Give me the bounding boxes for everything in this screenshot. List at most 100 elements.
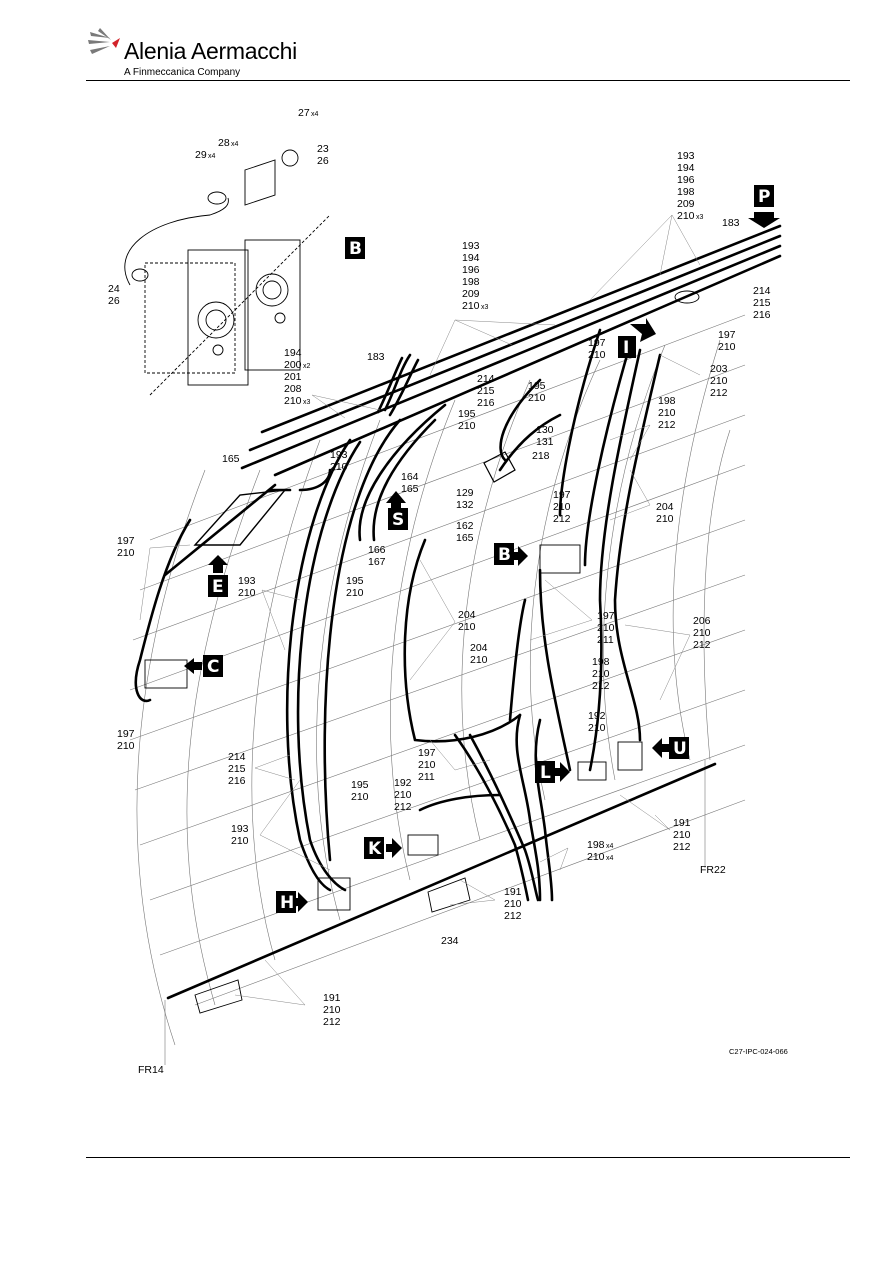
svg-text:129: 129 — [456, 487, 474, 499]
svg-text:210: 210 — [592, 668, 610, 680]
svg-text:24: 24 — [108, 283, 120, 295]
svg-text:183: 183 — [722, 217, 740, 229]
callout-27: 27 — [298, 107, 310, 119]
svg-text:209: 209 — [677, 198, 695, 210]
svg-text:210: 210 — [418, 759, 436, 771]
svg-text:210: 210 — [458, 420, 476, 432]
svg-text:U: U — [673, 739, 687, 759]
svg-text:218: 218 — [532, 450, 550, 462]
svg-text:212: 212 — [693, 639, 711, 651]
svg-text:162: 162 — [456, 520, 474, 532]
svg-text:212: 212 — [592, 680, 610, 692]
svg-text:210: 210 — [323, 1004, 341, 1016]
svg-text:S: S — [392, 510, 404, 530]
svg-text:194: 194 — [284, 347, 302, 359]
svg-text:195: 195 — [528, 380, 546, 392]
svg-text:x4: x4 — [208, 153, 216, 160]
svg-text:216: 216 — [753, 309, 771, 321]
svg-text:197: 197 — [418, 747, 436, 759]
svg-text:167: 167 — [368, 556, 386, 568]
svg-text:216: 216 — [477, 397, 495, 409]
svg-text:x4: x4 — [606, 843, 614, 850]
svg-text:197: 197 — [117, 728, 135, 740]
svg-text:204: 204 — [458, 609, 476, 621]
svg-text:210: 210 — [231, 835, 249, 847]
svg-text:194: 194 — [462, 252, 480, 264]
leader-lines — [139, 214, 701, 1006]
svg-text:204: 204 — [656, 501, 674, 513]
svg-text:210: 210 — [394, 789, 412, 801]
brand-name: Alenia Aermacchi — [124, 38, 297, 64]
view-letter-b-detail: B — [494, 543, 514, 565]
svg-text:198: 198 — [658, 395, 676, 407]
svg-text:210: 210 — [588, 722, 606, 734]
svg-text:212: 212 — [323, 1016, 341, 1028]
svg-text:210: 210 — [470, 654, 488, 666]
svg-text:200: 200 — [284, 359, 302, 371]
svg-text:214: 214 — [477, 373, 495, 385]
svg-text:193: 193 — [231, 823, 249, 835]
svg-text:210: 210 — [458, 621, 476, 633]
svg-text:26: 26 — [108, 295, 120, 307]
page-header: Alenia Aermacchi A Finmeccanica Company — [0, 0, 893, 82]
view-letter-e: E — [208, 575, 228, 597]
svg-text:K: K — [368, 839, 382, 859]
svg-text:211: 211 — [418, 771, 435, 783]
svg-text:131: 131 — [536, 436, 554, 448]
footer-rule — [86, 1157, 850, 1158]
svg-text:193: 193 — [238, 575, 256, 587]
svg-text:210: 210 — [553, 501, 571, 513]
svg-text:191: 191 — [504, 886, 522, 898]
svg-text:210: 210 — [693, 627, 711, 639]
svg-text:x3: x3 — [696, 214, 704, 221]
svg-text:E: E — [212, 577, 224, 597]
view-letter-s: S — [388, 508, 408, 530]
svg-text:195: 195 — [351, 779, 369, 791]
svg-text:193: 193 — [462, 240, 480, 252]
svg-text:x4: x4 — [231, 141, 239, 148]
svg-text:234: 234 — [441, 935, 459, 947]
svg-text:210: 210 — [656, 513, 674, 525]
svg-text:210: 210 — [238, 587, 256, 599]
svg-text:210: 210 — [346, 587, 364, 599]
figure-reference: C27-IPC-024-066 — [729, 1047, 788, 1056]
svg-text:196: 196 — [462, 264, 480, 276]
svg-text:214: 214 — [753, 285, 771, 297]
components — [124, 149, 700, 1014]
svg-text:197: 197 — [597, 610, 615, 622]
svg-text:212: 212 — [673, 841, 691, 853]
svg-text:210: 210 — [673, 829, 691, 841]
view-letter-u: U — [669, 737, 689, 759]
svg-text:215: 215 — [753, 297, 771, 309]
svg-text:192: 192 — [588, 710, 606, 722]
svg-text:165: 165 — [401, 483, 419, 495]
svg-text:I: I — [623, 338, 629, 358]
svg-text:B: B — [498, 545, 511, 565]
svg-text:210: 210 — [597, 622, 615, 634]
svg-text:204: 204 — [470, 642, 488, 654]
svg-text:215: 215 — [477, 385, 495, 397]
svg-text:194: 194 — [677, 162, 695, 174]
svg-text:210: 210 — [677, 210, 695, 222]
svg-text:209: 209 — [462, 288, 480, 300]
svg-text:214: 214 — [228, 751, 246, 763]
view-letter-c: C — [203, 655, 223, 677]
svg-text:215: 215 — [228, 763, 246, 775]
svg-text:210: 210 — [504, 898, 522, 910]
svg-text:26: 26 — [317, 155, 329, 167]
svg-text:x4: x4 — [606, 855, 614, 862]
svg-text:210: 210 — [351, 791, 369, 803]
view-letter-l: L — [535, 761, 555, 783]
svg-text:L: L — [540, 763, 551, 783]
svg-text:198: 198 — [587, 839, 605, 851]
alenia-logo-icon — [88, 28, 120, 54]
view-letter-h: H — [276, 891, 296, 913]
svg-text:212: 212 — [710, 387, 728, 399]
svg-text:183: 183 — [367, 351, 385, 363]
svg-text:210: 210 — [117, 740, 135, 752]
view-letter-p: P — [754, 185, 774, 207]
svg-text:212: 212 — [658, 419, 676, 431]
view-letter-i: I — [618, 336, 636, 358]
svg-text:210: 210 — [587, 851, 605, 863]
